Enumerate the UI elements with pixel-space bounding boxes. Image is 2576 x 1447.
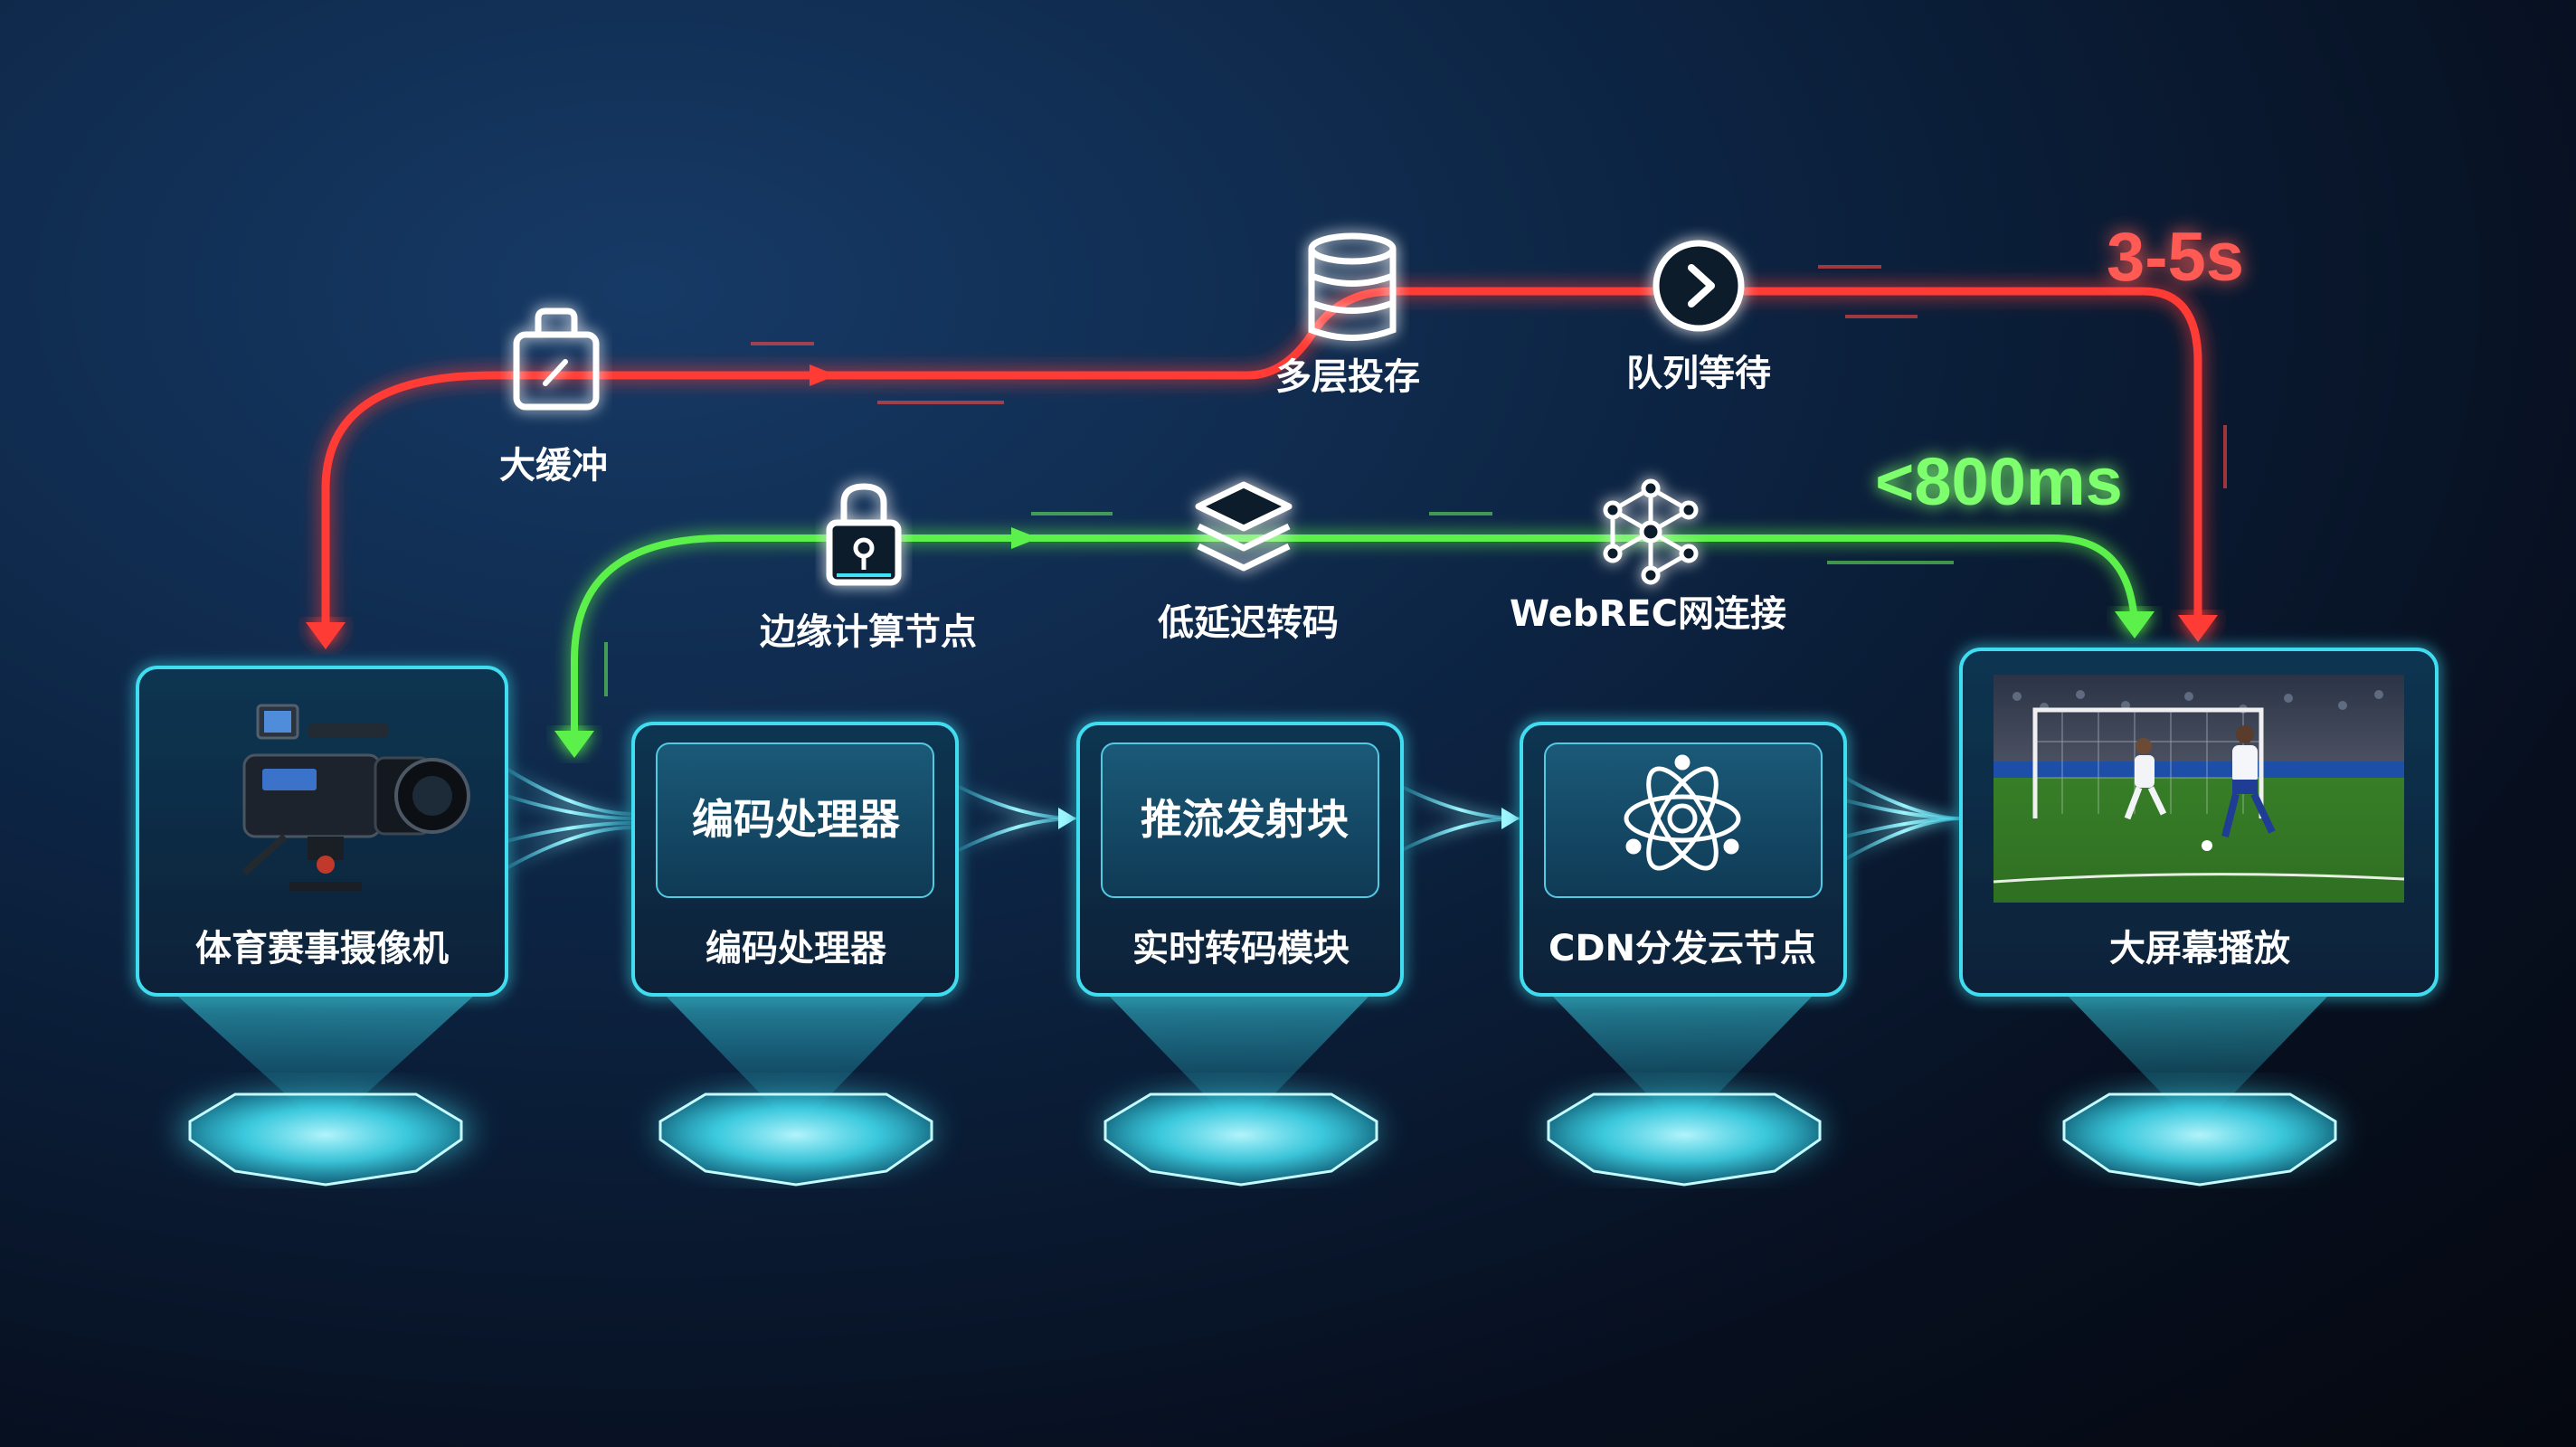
fast-step-label: 边缘计算节点 — [760, 611, 977, 653]
slow-arrow-down-right — [2178, 615, 2218, 642]
glow-pad — [658, 1092, 933, 1187]
glow-pad — [1103, 1092, 1378, 1187]
pipeline-node-label: CDN分发云节点 — [1548, 928, 1816, 969]
soccer-screen — [1993, 675, 2405, 903]
slow-path-line — [321, 287, 2202, 638]
chevron-circle-icon — [1653, 240, 1745, 332]
slow-path: 大缓冲 多层投存 队列等待 3-5s — [306, 219, 2244, 649]
pipeline-node-inner: 编码处理器 — [692, 795, 901, 844]
glow-pad — [188, 1092, 463, 1187]
stream-4-5 — [1844, 776, 1964, 861]
fast-latency: <800ms — [1875, 444, 2123, 519]
slow-step-label: 队列等待 — [1626, 353, 1771, 394]
atom-icon — [1624, 754, 1741, 871]
fast-arrow-down-left — [554, 731, 594, 758]
pipeline-node-inner: 推流发射块 — [1141, 795, 1349, 844]
fast-step-label: WebREC网连接 — [1510, 593, 1786, 635]
slow-step-label: 大缓冲 — [499, 445, 608, 487]
glow-pad — [2062, 1092, 2337, 1187]
stream-arrows — [1058, 808, 1520, 829]
pipeline-node-encoder: 编码处理器 编码处理器 — [631, 722, 959, 1187]
layers-icon — [1195, 481, 1293, 572]
pipeline-node-transcode: 推流发射块 实时转码模块 — [1076, 722, 1404, 1187]
slow-latency: 3-5s — [2107, 219, 2244, 296]
fast-arrow-down-right — [2115, 611, 2155, 638]
stream-1-2 — [505, 767, 634, 870]
pipeline-node-label: 体育赛事摄像机 — [195, 928, 449, 969]
fast-step-label: 低延迟转码 — [1158, 602, 1339, 644]
fast-path: 边缘计算节点 低延迟转码 WebREC网连接 <800ms — [554, 444, 2155, 758]
pipeline-node-label: 大屏幕播放 — [2109, 928, 2290, 969]
camera-icon — [242, 704, 470, 891]
network-icon — [1603, 478, 1699, 585]
slow-step-label: 多层投存 — [1275, 356, 1420, 398]
database-icon — [1308, 232, 1397, 341]
pipeline-node-label: 编码处理器 — [706, 928, 887, 969]
bag-icon — [513, 307, 600, 411]
pipeline-node-cdn: CDN分发云节点 — [1520, 722, 1847, 1187]
player-blue — [2221, 725, 2276, 837]
pipeline-node-label: 实时转码模块 — [1132, 928, 1350, 969]
pipeline-node-camera: 体育赛事摄像机 — [136, 666, 508, 1187]
glow-pad — [1547, 1092, 1822, 1187]
fast-arrow-mid — [1011, 527, 1038, 549]
pipeline-node-screen: 大屏幕播放 — [1959, 648, 2439, 1187]
slow-arrow-mid — [810, 364, 837, 386]
ball — [2202, 840, 2212, 851]
lock-icon — [826, 483, 902, 586]
slow-arrow-down-left — [306, 622, 346, 649]
fast-path-line — [571, 534, 2138, 745]
player-white — [2124, 738, 2167, 820]
